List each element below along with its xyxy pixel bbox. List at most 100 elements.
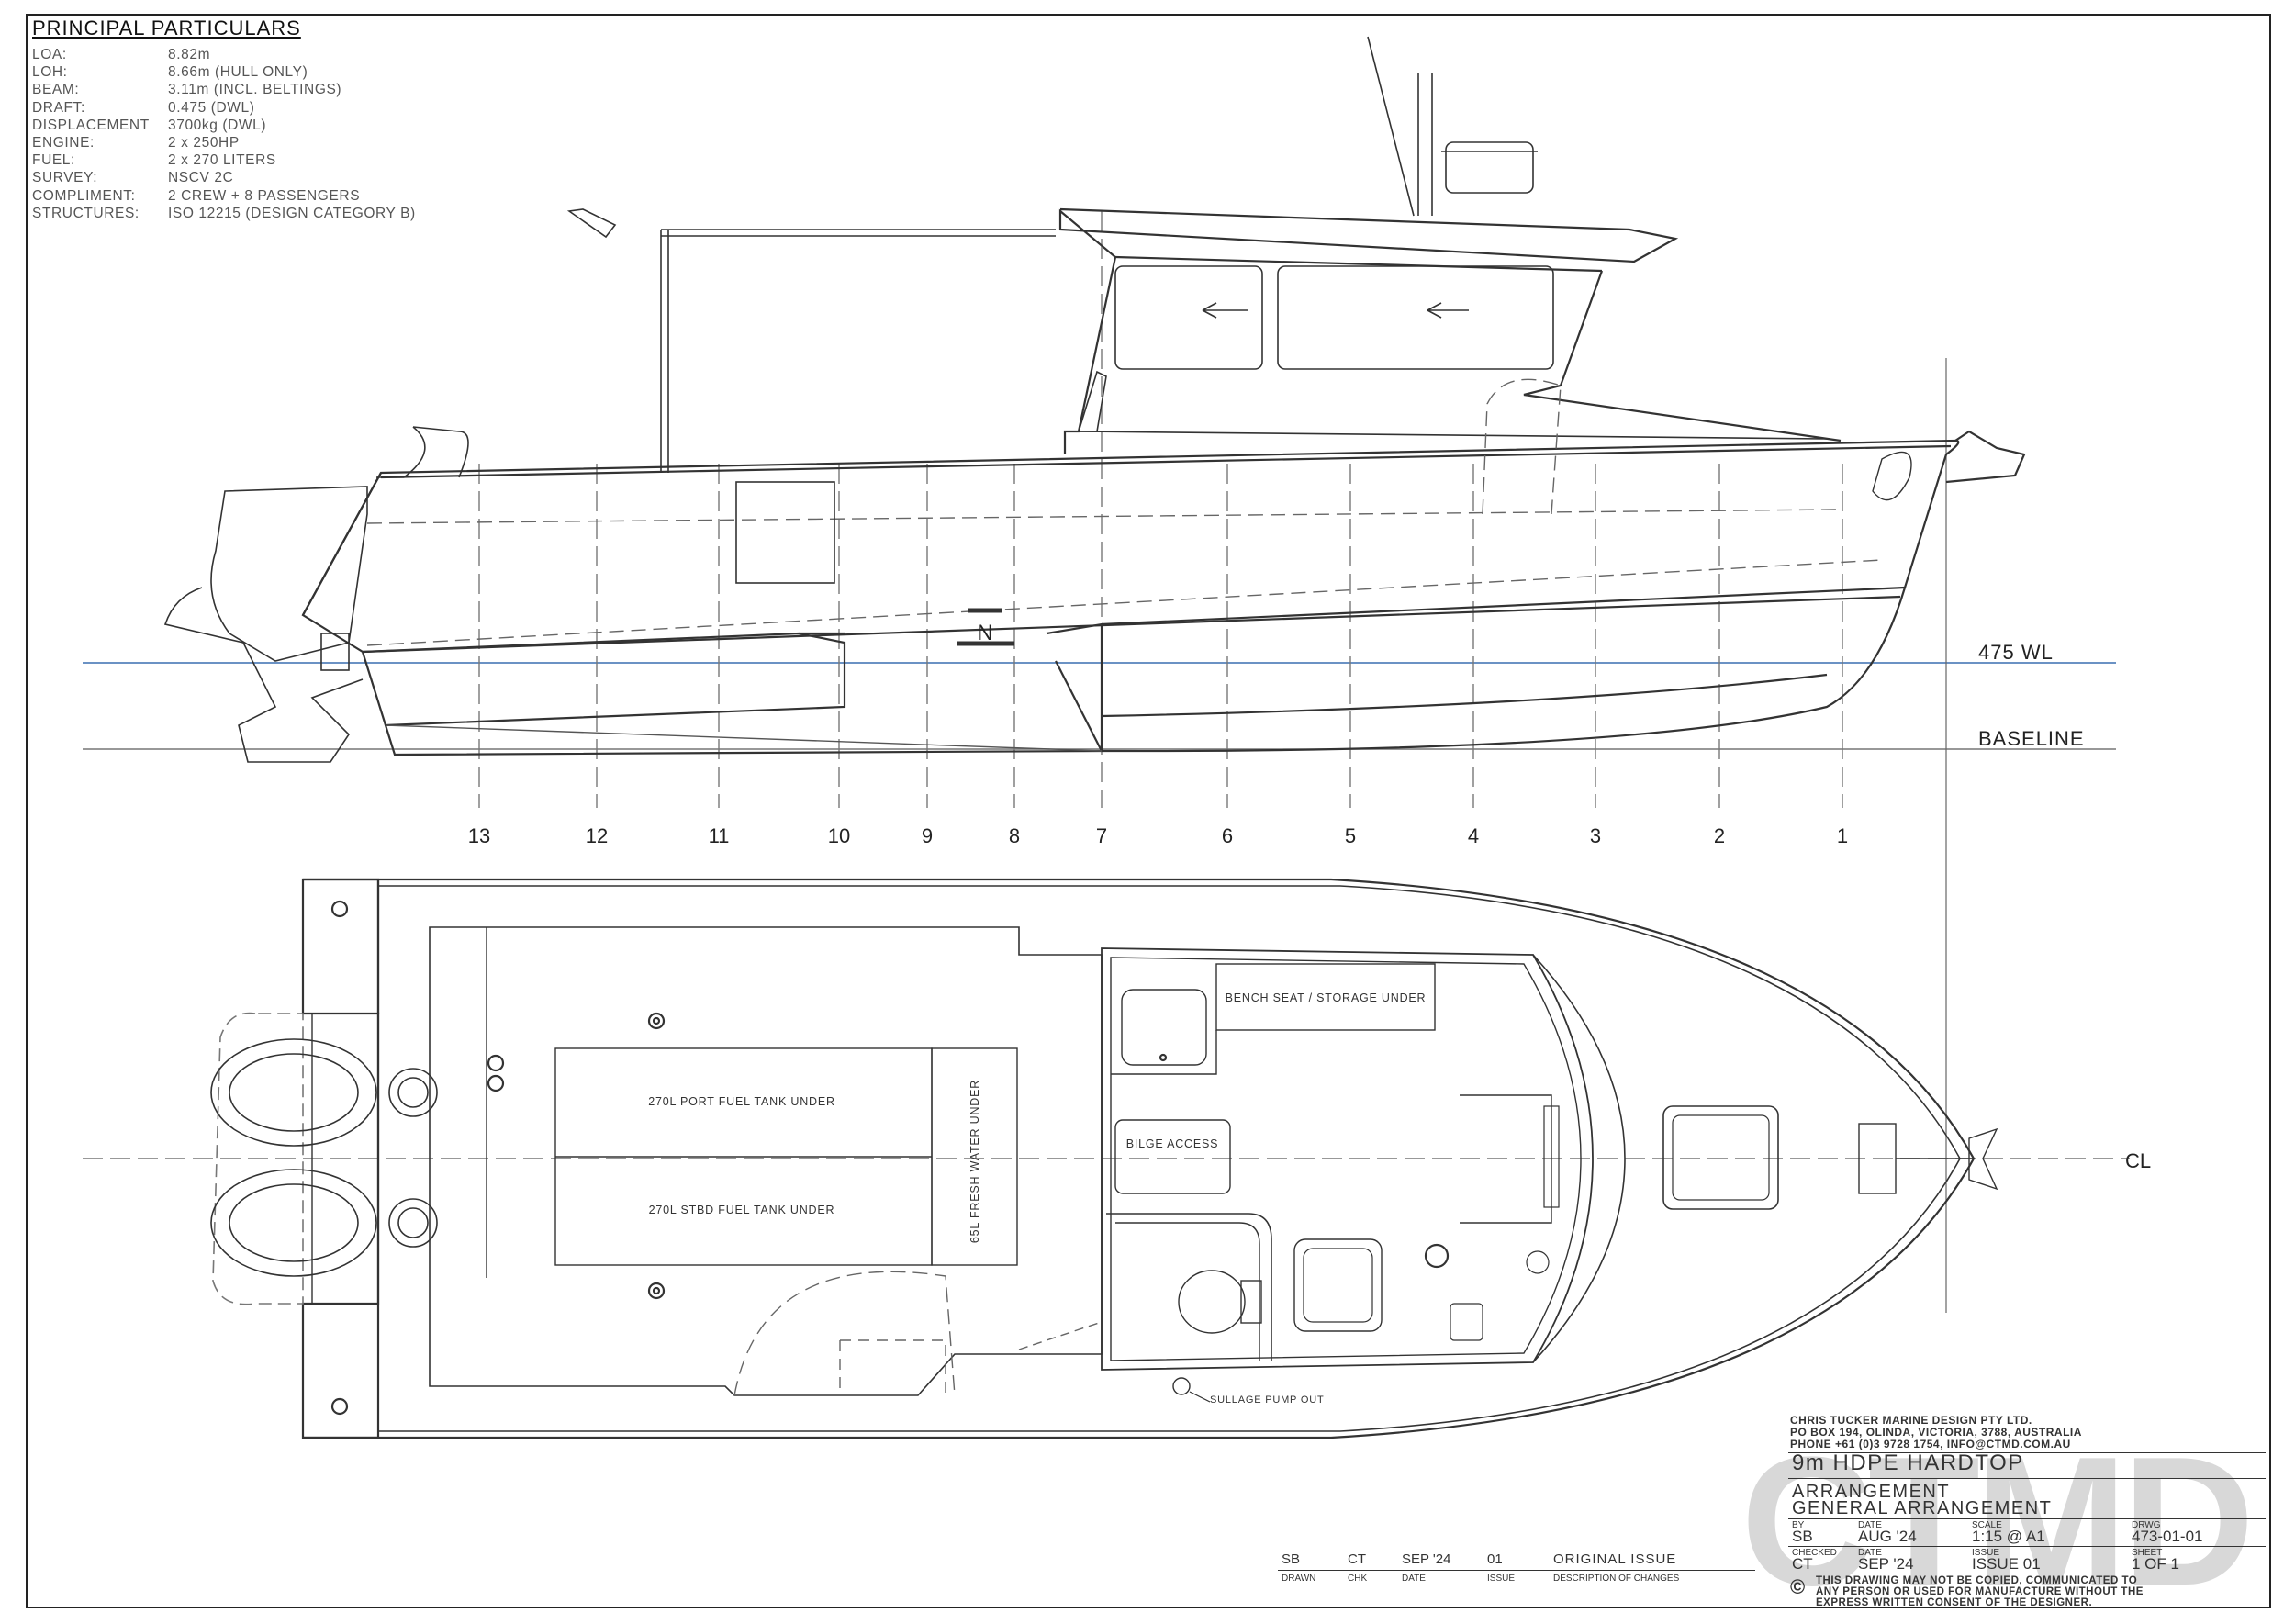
- rev-description: ORIGINAL ISSUE: [1553, 1551, 1677, 1567]
- particulars-key: SURVEY:: [32, 170, 98, 186]
- particulars-key: LOH:: [32, 64, 68, 81]
- particulars-key: DISPLACEMENT: [32, 117, 150, 133]
- checked-value: CT: [1792, 1555, 1813, 1573]
- station-label: 7: [1096, 824, 1107, 847]
- particulars-row: SURVEY: NSCV 2C: [32, 169, 509, 186]
- particulars-row: DISPLACEMENT 3700kg (DWL): [32, 117, 509, 134]
- project-title: 9m HDPE HARDTOP: [1792, 1450, 2024, 1475]
- particulars-value: 3.11m (INCL. BELTINGS): [168, 82, 342, 98]
- date-label: DATE: [1858, 1520, 1882, 1530]
- station-label: 10: [828, 824, 850, 847]
- port-engine-cowl: [210, 1038, 377, 1147]
- station-label: 11: [709, 824, 730, 847]
- drawing-title-1: ARRANGEMENT: [1792, 1482, 1951, 1502]
- particulars-row: COMPLIMENT:2 CREW + 8 PASSENGERS: [32, 187, 509, 205]
- revision-block: SB CT SEP '24 01 ORIGINAL ISSUE DRAWN CH…: [1278, 1551, 1755, 1588]
- rev-h-drawn: DRAWN: [1282, 1574, 1316, 1584]
- station-label: 4: [1468, 824, 1479, 847]
- particulars-key: ENGINE:: [32, 135, 95, 151]
- issue-label: ISSUE: [1972, 1548, 2000, 1558]
- bilge-access-label: BILGE ACCESS: [1126, 1137, 1219, 1150]
- fresh-water-label: 65L FRESH WATER UNDER: [968, 1080, 981, 1243]
- particulars-value: 2 x 270 LITERS: [168, 152, 276, 169]
- rev-chk: CT: [1348, 1551, 1366, 1567]
- port-fuel-tank-label: 270L PORT FUEL TANK UNDER: [648, 1095, 835, 1108]
- hardtop-cabin: [566, 36, 1842, 515]
- checked-label: CHECKED: [1792, 1548, 1837, 1558]
- particulars-value: NSCV 2C: [168, 170, 234, 186]
- particulars-row: LOA: 8.82m: [32, 46, 509, 63]
- particulars-row: BEAM:3.11m (INCL. BELTINGS): [32, 81, 509, 98]
- section-marker: N: [957, 608, 1014, 646]
- station-label: 13: [468, 824, 490, 847]
- stbd-engine-cowl: [210, 1169, 377, 1277]
- baseline-label: BASELINE: [1978, 727, 2085, 750]
- particulars-value: 2 CREW + 8 PASSENGERS: [168, 187, 361, 204]
- drawing-title-2: GENERAL ARRANGEMENT: [1792, 1498, 2053, 1518]
- outboard-engine-profile: [163, 426, 469, 763]
- station-label: 8: [1009, 824, 1020, 847]
- particulars-key: FUEL:: [32, 152, 75, 169]
- particulars-key: LOA:: [32, 47, 67, 62]
- particulars-value: 2 x 250HP: [168, 135, 240, 151]
- station-label: 2: [1714, 824, 1725, 847]
- rev-h-chk: CHK: [1348, 1574, 1368, 1584]
- drwg-value: 473-01-01: [2132, 1528, 2203, 1545]
- company-address: PO BOX 194, OLINDA, VICTORIA, 3788, AUST…: [1790, 1426, 2082, 1439]
- copyright-icon: ©: [1790, 1575, 1806, 1598]
- rev-h-date: DATE: [1402, 1574, 1426, 1584]
- scale-value: 1:15 @ A1: [1972, 1528, 2045, 1545]
- particulars-row: LOH: 8.66m (HULL ONLY): [32, 63, 509, 81]
- particulars-value: 8.66m (HULL ONLY): [168, 64, 308, 81]
- company-phone: PHONE +61 (0)3 9728 1754, INFO@CTMD.COM.…: [1790, 1438, 2071, 1450]
- station-label: 1: [1837, 824, 1848, 847]
- station-labels: 13 12 11 10 9 8 7 6 5 4 3 2 1: [468, 824, 1848, 847]
- station-lines: [478, 211, 1843, 808]
- checked-date-label: DATE: [1858, 1548, 1882, 1558]
- company-name: CHRIS TUCKER MARINE DESIGN PTY LTD.: [1790, 1414, 2032, 1427]
- particulars-value: 3700kg (DWL): [168, 117, 267, 133]
- copyright-line-3: EXPRESS WRITTEN CONSENT OF THE DESIGNER.: [1816, 1597, 2093, 1608]
- waterline-label: 475 WL: [1978, 641, 2054, 664]
- sheet-label: SHEET: [2132, 1548, 2163, 1558]
- copyright-line-2: ANY PERSON OR USED FOR MANUFACTURE WITHO…: [1816, 1586, 2144, 1597]
- bench-seat-label: BENCH SEAT / STORAGE UNDER: [1226, 991, 1427, 1004]
- date-value: AUG '24: [1858, 1528, 1917, 1545]
- station-label: 3: [1590, 824, 1601, 847]
- sheet-value: 1 OF 1: [2132, 1555, 2179, 1573]
- drawing-border: [26, 14, 2271, 1608]
- station-label: 9: [922, 824, 933, 847]
- station-label: 12: [586, 824, 608, 847]
- particulars-value: 8.82m: [168, 47, 211, 62]
- particulars-key: STRUCTURES:: [32, 205, 140, 221]
- particulars-title: PRINCIPAL PARTICULARS: [32, 17, 301, 39]
- particulars-row: FUEL: 2 x 270 LITERS: [32, 151, 509, 169]
- rev-h-desc: DESCRIPTION OF CHANGES: [1553, 1574, 1680, 1584]
- plan-hull: [301, 878, 1998, 1439]
- rev-drawn: SB: [1282, 1551, 1301, 1567]
- centerline-label: CL: [2125, 1149, 2151, 1172]
- by-value: SB: [1792, 1528, 1813, 1545]
- copyright-line-1: THIS DRAWING MAY NOT BE COPIED, COMMUNIC…: [1816, 1575, 2138, 1586]
- rev-date: SEP '24: [1402, 1551, 1451, 1567]
- title-block: CTMD CHRIS TUCKER MARINE DESIGN PTY LTD.…: [1741, 1412, 2266, 1614]
- checked-date-value: SEP '24: [1858, 1555, 1914, 1573]
- outboard-engines-plan: [210, 1012, 438, 1305]
- particulars-row: ENGINE: 2 x 250HP: [32, 134, 509, 151]
- rev-h-issue: ISSUE: [1487, 1574, 1516, 1584]
- issue-value: ISSUE 01: [1972, 1555, 2041, 1573]
- watermark-logo: CTMD: [1741, 1430, 2255, 1614]
- station-label: 6: [1222, 824, 1233, 847]
- particulars-row: STRUCTURES:ISO 12215 (DESIGN CATEGORY B): [32, 205, 509, 222]
- by-label: BY: [1792, 1520, 1805, 1530]
- particulars-row: DRAFT:0.475 (DWL): [32, 99, 509, 117]
- scale-label: SCALE: [1972, 1520, 2002, 1530]
- drwg-label: DRWG: [2132, 1520, 2161, 1530]
- watermark-text: CTMD: [1741, 1419, 2255, 1624]
- station-label: 5: [1345, 824, 1356, 847]
- stbd-fuel-tank-label: 270L STBD FUEL TANK UNDER: [649, 1204, 835, 1216]
